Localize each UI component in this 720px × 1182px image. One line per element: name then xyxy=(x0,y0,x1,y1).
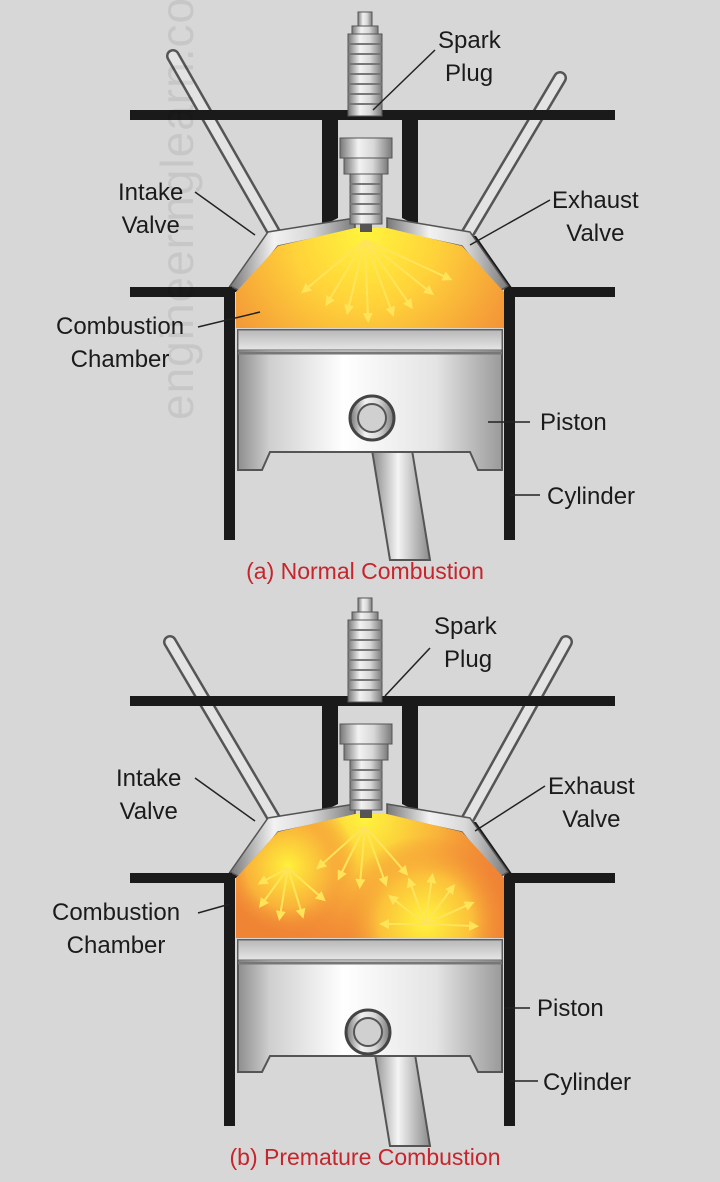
spark-plug xyxy=(339,597,393,818)
leader-lines xyxy=(194,49,551,496)
cylinder-label: Cylinder xyxy=(543,1069,632,1096)
connecting-rod xyxy=(370,449,432,561)
premature-combustion-caption: (b) Premature Combustion xyxy=(229,1144,501,1170)
cylinder-label: Cylinder xyxy=(547,483,636,510)
exhaust-valve-stem xyxy=(461,637,571,827)
cylinder-wall-right xyxy=(504,876,515,1126)
flame-arrows xyxy=(301,239,453,323)
piston-body xyxy=(237,939,503,1073)
normal-combustion-caption: (a) Normal Combustion xyxy=(246,558,484,584)
leader-lines xyxy=(194,647,546,1082)
watermark: engineeringlearn.com xyxy=(151,0,203,420)
piston-label: Piston xyxy=(537,995,604,1022)
piston-label: Piston xyxy=(540,409,607,436)
combustion-chamber-fill xyxy=(236,228,504,328)
engine-cylinder-diagram xyxy=(130,11,615,561)
spark-plug xyxy=(339,11,393,232)
piston-body xyxy=(237,329,503,471)
cylinder-wall-right xyxy=(504,290,515,540)
intake-valve-stem xyxy=(168,51,281,241)
intake-valve-stem xyxy=(165,637,281,827)
engine-cylinder-diagram xyxy=(130,597,615,1147)
cylinder-wall-left xyxy=(224,876,235,1126)
flame-arrows xyxy=(257,825,479,931)
cylinder-wall-left xyxy=(224,290,235,540)
exhaust-valve-stem xyxy=(461,73,565,241)
